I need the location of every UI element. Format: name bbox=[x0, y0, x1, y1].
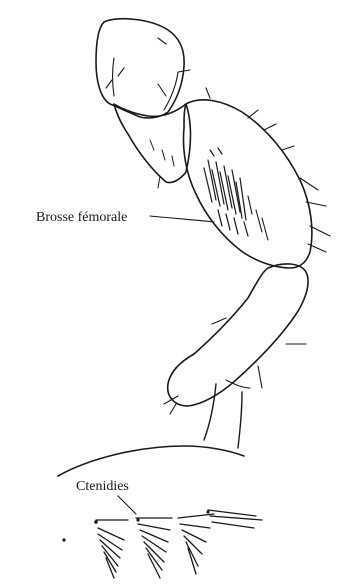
coxa bbox=[96, 19, 190, 118]
ctenidia-dot bbox=[62, 538, 65, 541]
femoral-brush-bristles bbox=[204, 148, 268, 240]
tarsus bbox=[204, 380, 250, 448]
ctenidia-leader-line bbox=[118, 496, 136, 514]
ctenidia-dot bbox=[136, 518, 139, 521]
label-femoral-brush-text: Brosse fémorale bbox=[36, 210, 127, 225]
ctenidia-dot bbox=[94, 520, 98, 524]
abdomen-outline bbox=[58, 446, 244, 476]
label-femoral-brush: Brosse fémorale bbox=[36, 210, 214, 225]
tibia bbox=[164, 264, 308, 414]
label-ctenidia-text: Ctenidies bbox=[76, 479, 129, 494]
femoral-brush-leader-line bbox=[150, 216, 214, 222]
trochanter bbox=[114, 104, 191, 188]
ctenidia-dot bbox=[206, 510, 209, 513]
ctenidia-combs bbox=[62, 510, 262, 578]
femur bbox=[184, 88, 331, 268]
label-ctenidia: Ctenidies bbox=[76, 479, 136, 514]
